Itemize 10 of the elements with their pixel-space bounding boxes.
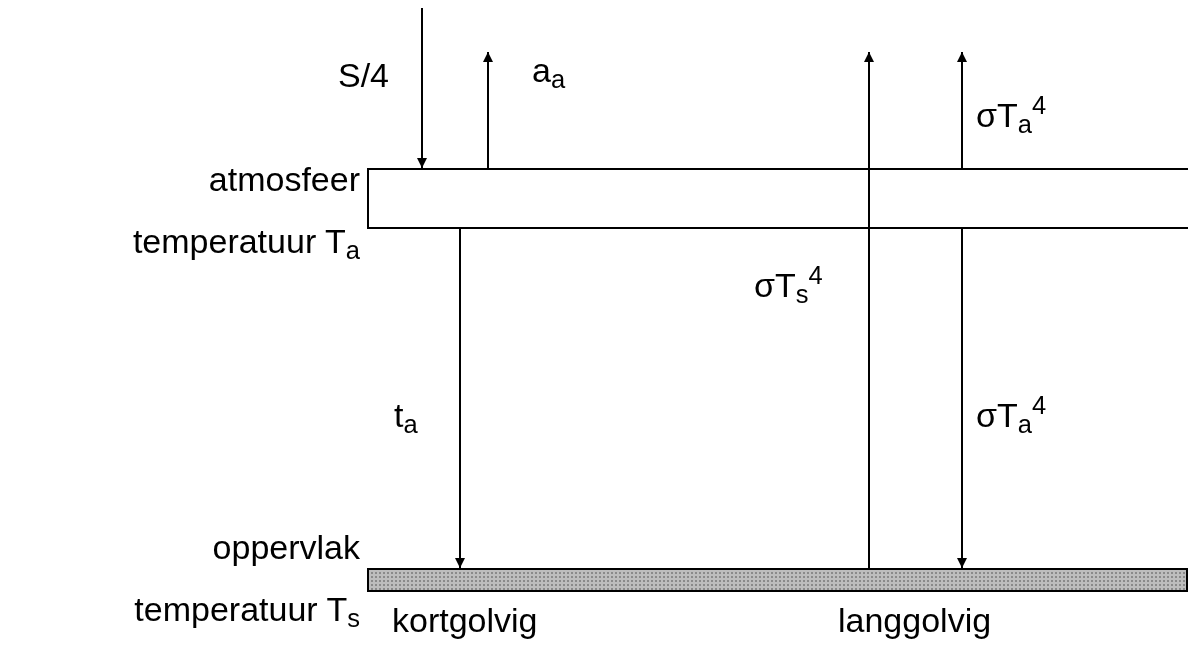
- layer-label: oppervlak temperatuur T$_{s}$: [133, 527, 360, 635]
- wave-type-label: kortgolvig: [392, 600, 538, 640]
- arrow: [417, 7, 427, 169]
- layer-label: atmosfeer temperatuur T$_{a}$: [131, 159, 360, 267]
- arrow: [957, 51, 967, 169]
- arrow: [957, 228, 967, 569]
- arrow: [455, 228, 465, 569]
- arrow: [864, 51, 874, 569]
- arrow: [483, 51, 493, 169]
- wave-type-label: langgolvig: [838, 600, 992, 640]
